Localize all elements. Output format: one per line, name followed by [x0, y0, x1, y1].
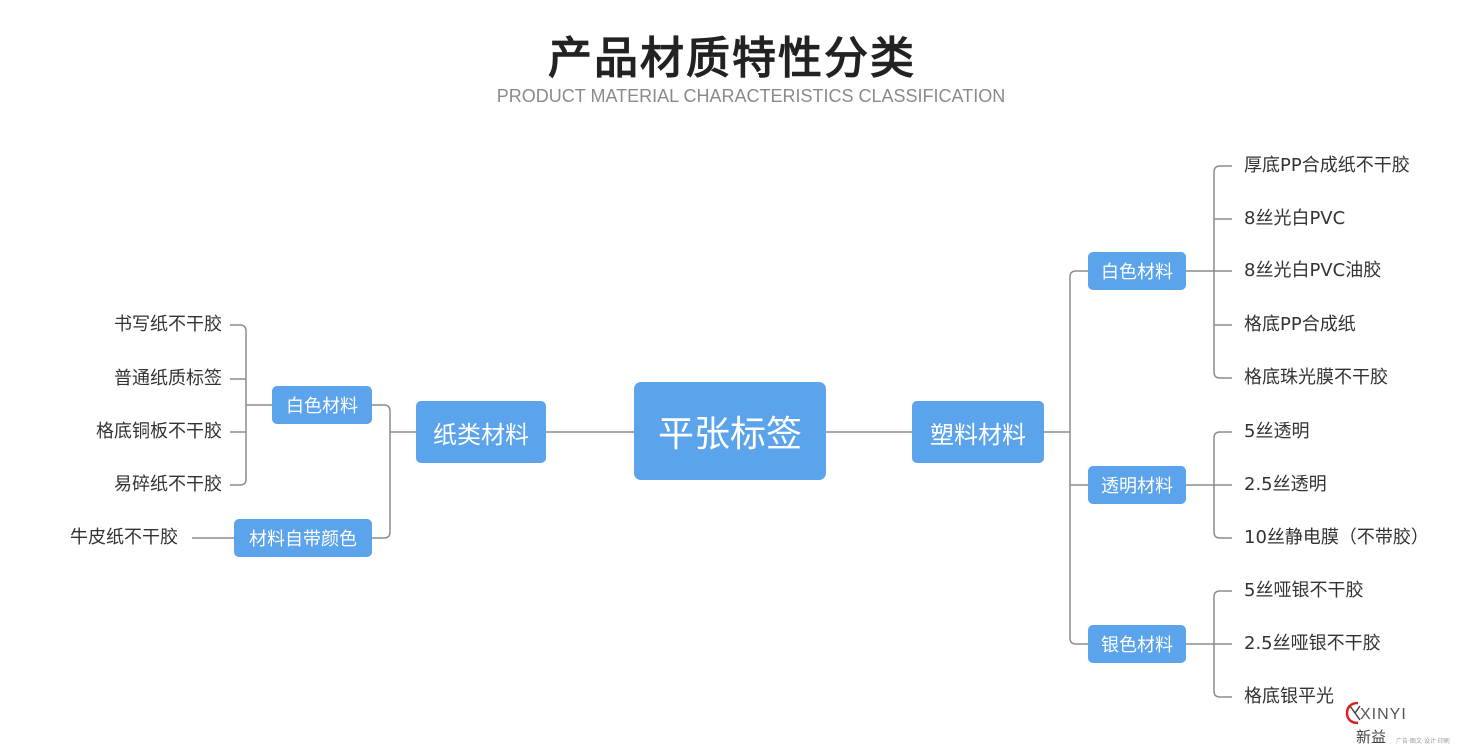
brand-logo-icon — [1345, 701, 1361, 725]
leaf-10-static-film: 10丝静电膜（不带胶） — [1244, 527, 1429, 548]
leaf-grid-silver-flat: 格底银平光 — [1244, 686, 1334, 707]
brand-logo-mark: XINYI — [1360, 706, 1407, 723]
connector-plastic-silver-leaves — [1213, 590, 1232, 698]
leaf-2-5-matte-silver: 2.5丝哑银不干胶 — [1244, 633, 1381, 654]
leaf-writing-paper: 书写纸不干胶 — [114, 314, 222, 335]
connector-plastic-branches — [1069, 270, 1088, 645]
leaf-coated-paper: 格底铜板不干胶 — [96, 421, 222, 442]
leaf-grid-pearl-film: 格底珠光膜不干胶 — [1244, 367, 1388, 388]
leaf-thick-pp-synthetic: 厚底PP合成纸不干胶 — [1244, 155, 1410, 176]
plastic-transparent-node: 透明材料 — [1088, 466, 1186, 504]
leaf-grid-pp-synthetic: 格底PP合成纸 — [1244, 314, 1356, 335]
paper-colored-node: 材料自带颜色 — [234, 519, 372, 557]
paper-white-node: 白色材料 — [272, 386, 372, 424]
plastic-silver-node: 银色材料 — [1088, 625, 1186, 663]
page-subtitle: PRODUCT MATERIAL CHARACTERISTICS CLASSIF… — [496, 86, 1006, 106]
connector-paper-white-leaves — [230, 324, 247, 486]
leaf-fragile-paper: 易碎纸不干胶 — [114, 474, 222, 495]
leaf-regular-paper-label: 普通纸质标签 — [114, 368, 222, 389]
brand-logo-name: 新益 — [1356, 728, 1387, 746]
connector-plastic-transparent-leaves — [1213, 431, 1232, 539]
leaf-kraft-paper: 牛皮纸不干胶 — [70, 527, 178, 548]
leaf-2-5-transparent: 2.5丝透明 — [1244, 474, 1327, 495]
center-node: 平张标签 — [634, 382, 826, 480]
leaf-8-gloss-white-pvc-oil: 8丝光白PVC油胶 — [1244, 260, 1382, 281]
page-title: 产品材质特性分类 — [548, 33, 916, 84]
plastic-white-node: 白色材料 — [1088, 252, 1186, 290]
brand-logo-tagline: 广告·图文·设计·印刷 — [1396, 738, 1450, 745]
leaf-8-gloss-white-pvc: 8丝光白PVC — [1244, 208, 1346, 229]
leaf-5-matte-silver: 5丝哑银不干胶 — [1244, 580, 1364, 601]
paper-materials-node: 纸类材料 — [416, 401, 546, 463]
leaf-5-transparent: 5丝透明 — [1244, 421, 1310, 442]
connector-paper-branches — [372, 404, 391, 539]
plastic-materials-node: 塑料材料 — [912, 401, 1044, 463]
connector-plastic-white-leaves — [1213, 165, 1232, 379]
